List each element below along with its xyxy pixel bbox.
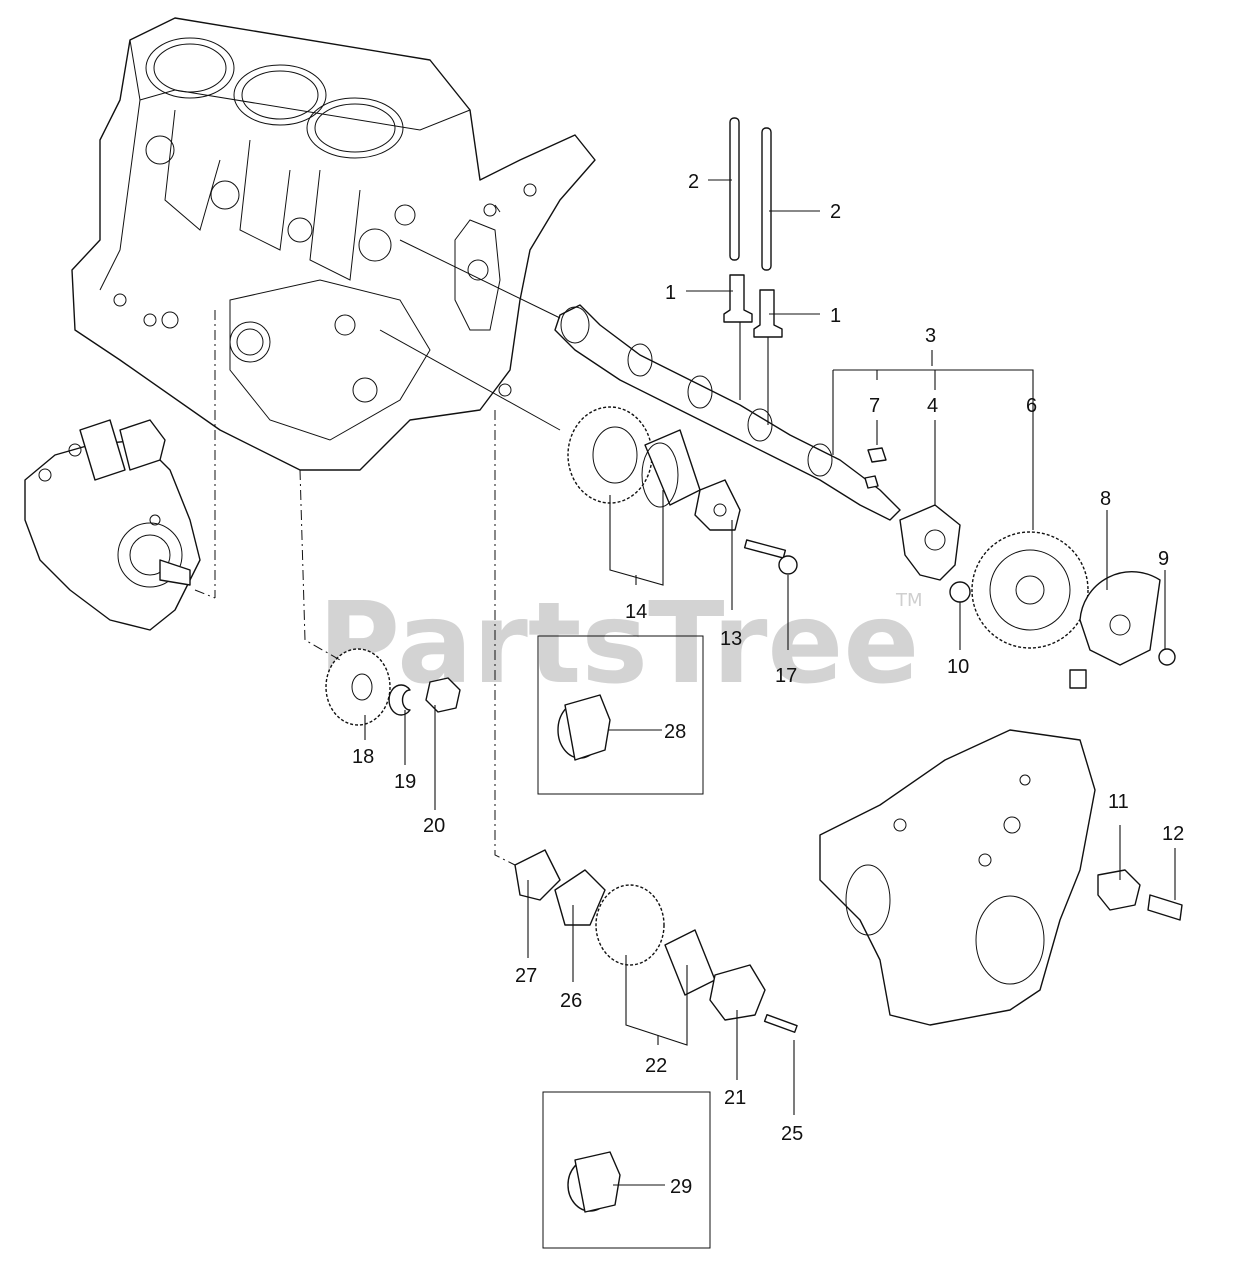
bolt-10-head — [949, 581, 971, 603]
callout-13: 13 — [720, 628, 742, 650]
bolt-27 — [763, 1014, 798, 1033]
leader-lines — [364, 179, 1176, 1186]
callout-26: 27 — [515, 965, 537, 987]
idler-gear-upper — [567, 406, 798, 575]
bushing-29-box — [542, 1091, 711, 1249]
alignment-lines — [194, 239, 561, 866]
push-rods-and-tappets — [723, 117, 783, 338]
bushing-28 — [557, 694, 611, 761]
bushing-29 — [567, 1151, 621, 1213]
speed-sensor — [1097, 869, 1141, 911]
crank-gear — [325, 648, 391, 726]
shim-26 — [514, 849, 561, 901]
callout-17: 17 — [775, 665, 797, 687]
callout-25: 26 — [560, 990, 582, 1012]
camshaft — [554, 304, 901, 521]
callout-9: 9 — [1158, 548, 1169, 570]
callout-19: 19 — [394, 771, 416, 793]
callout-8: 8 — [1100, 488, 1111, 510]
callouts: 2 2 1 1 3 7 4 6 8 9 10 14 13 17 28 18 19… — [352, 171, 1184, 1198]
callout-22: 22 — [645, 1055, 667, 1077]
callout-2-right: 2 — [830, 201, 841, 223]
bolt-9-head — [1158, 648, 1176, 666]
callout-2-left: 2 — [688, 171, 699, 193]
bushing-28-box — [537, 635, 704, 795]
callout-14: 14 — [625, 601, 647, 623]
callout-20: 20 — [423, 815, 445, 837]
engine-block — [71, 17, 596, 471]
callout-3: 3 — [925, 325, 936, 347]
thrust-plate — [899, 504, 961, 581]
callout-28: 28 — [664, 721, 686, 743]
cam-plate — [1069, 571, 1161, 689]
callout-11: 11 — [1108, 791, 1129, 813]
callout-29: 29 — [670, 1176, 692, 1198]
camshaft-gear — [971, 531, 1089, 649]
watermark-brand: PartsTree — [318, 579, 919, 709]
bolt-12 — [1147, 894, 1183, 921]
callout-1-right: 1 — [830, 305, 841, 327]
callout-27: 25 — [781, 1123, 803, 1145]
callout-12: 12 — [1162, 823, 1184, 845]
callout-18: 18 — [352, 746, 374, 768]
watermark-trademark: TM — [895, 590, 923, 611]
fuel-injection-pump — [24, 419, 201, 631]
bushing-22 — [664, 929, 716, 996]
callout-6: 6 — [1026, 395, 1037, 417]
idler-gear-lower — [595, 884, 665, 966]
woodruff-key — [867, 447, 887, 463]
callout-7: 7 — [869, 395, 880, 417]
callout-21: 21 — [724, 1087, 746, 1109]
gear-case-cover — [819, 729, 1096, 1026]
watermark: PartsTree TM — [318, 579, 923, 709]
idler-shaft-21 — [709, 964, 766, 1021]
washer — [388, 684, 411, 716]
callout-1-left: 1 — [665, 282, 676, 304]
callout-10: 10 — [947, 656, 969, 678]
shim-25 — [554, 869, 606, 926]
nut — [425, 677, 461, 713]
callout-4: 4 — [927, 395, 938, 417]
